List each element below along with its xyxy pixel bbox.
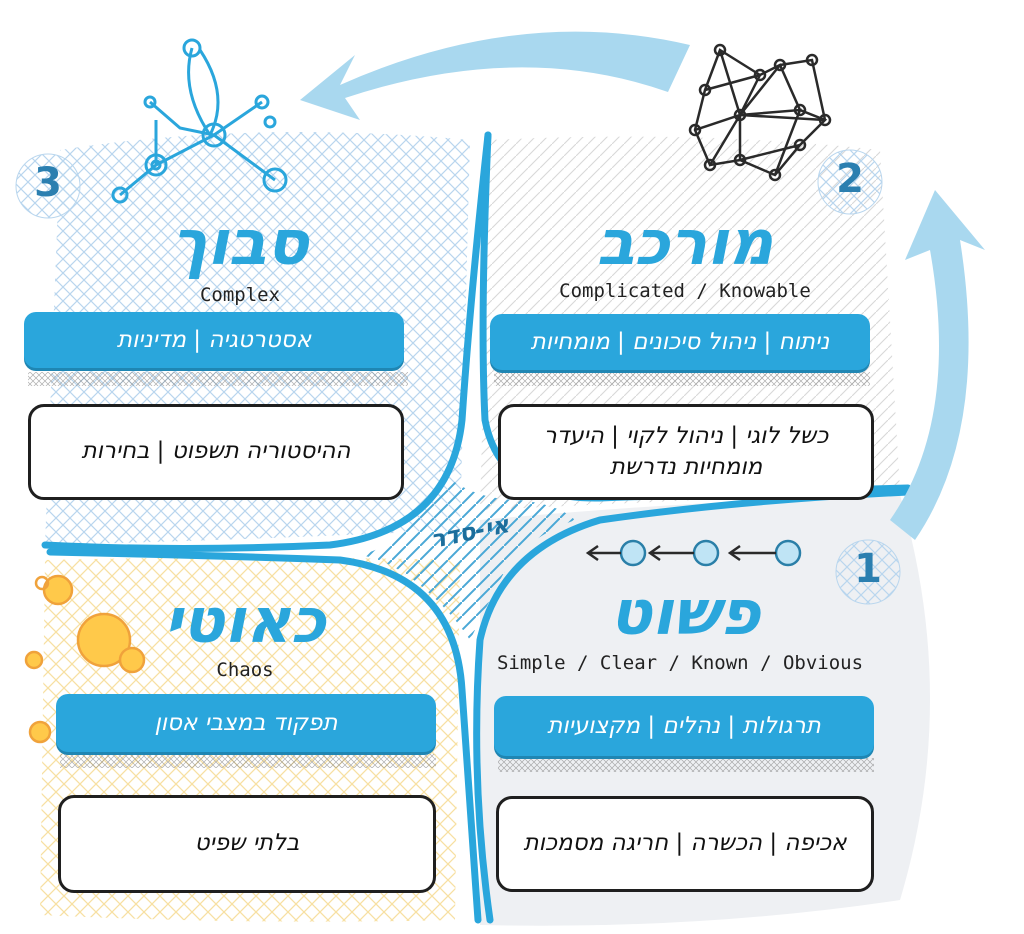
disorder-region [360, 470, 575, 640]
chaos-subtitle: Chaos [216, 659, 274, 681]
boundary-top-left [41, 131, 492, 552]
chaos-approach-band: תפקוד במצבי אסון [56, 694, 436, 752]
chaos-title: כאוטי [164, 584, 326, 657]
complicated-title: מורכב [596, 206, 774, 279]
complicated-subtitle: Complicated / Knowable [559, 280, 811, 302]
complicated-network-icon [688, 43, 832, 182]
simple-failure-box: אכיפה | הכשרה | חריגה מסמכות [496, 796, 874, 892]
simple-number-badge: 1 [854, 546, 882, 592]
complex-network-icon [111, 38, 288, 204]
simple-chain-icon [585, 539, 802, 567]
simple-approach-band: תרגולות | נהלים | מקצועיות [494, 696, 874, 756]
complicated-approach-band: ניתוח | ניהול סיכונים | מומחיות [490, 314, 870, 370]
boundary-bottom-right [473, 488, 912, 924]
arrow-complicated-to-complex [300, 31, 690, 121]
complicated-number-badge: 2 [836, 156, 864, 202]
boundary-bottom-left [46, 548, 482, 924]
complex-approach-band: אסטרטגיה | מדיניות [24, 312, 404, 368]
complex-title: סבוך [171, 206, 309, 279]
simple-subtitle: Simple / Clear / Known / Obvious [496, 652, 864, 674]
complex-number-badge: 3 [34, 160, 62, 206]
chaos-bubbles-icon [24, 574, 146, 744]
complex-subtitle: Complex [199, 284, 281, 306]
arrow-simple-to-complicated [890, 190, 985, 540]
complicated-failure-box: כשל לוגי | ניהול לקוי | היעדר מומחיות נד… [498, 404, 874, 500]
simple-title: פשוט [609, 576, 761, 649]
complex-failure-box: ההיסטוריה תשפוט | בחירות [28, 404, 404, 500]
chaos-failure-box: בלתי שפיט [58, 795, 436, 893]
